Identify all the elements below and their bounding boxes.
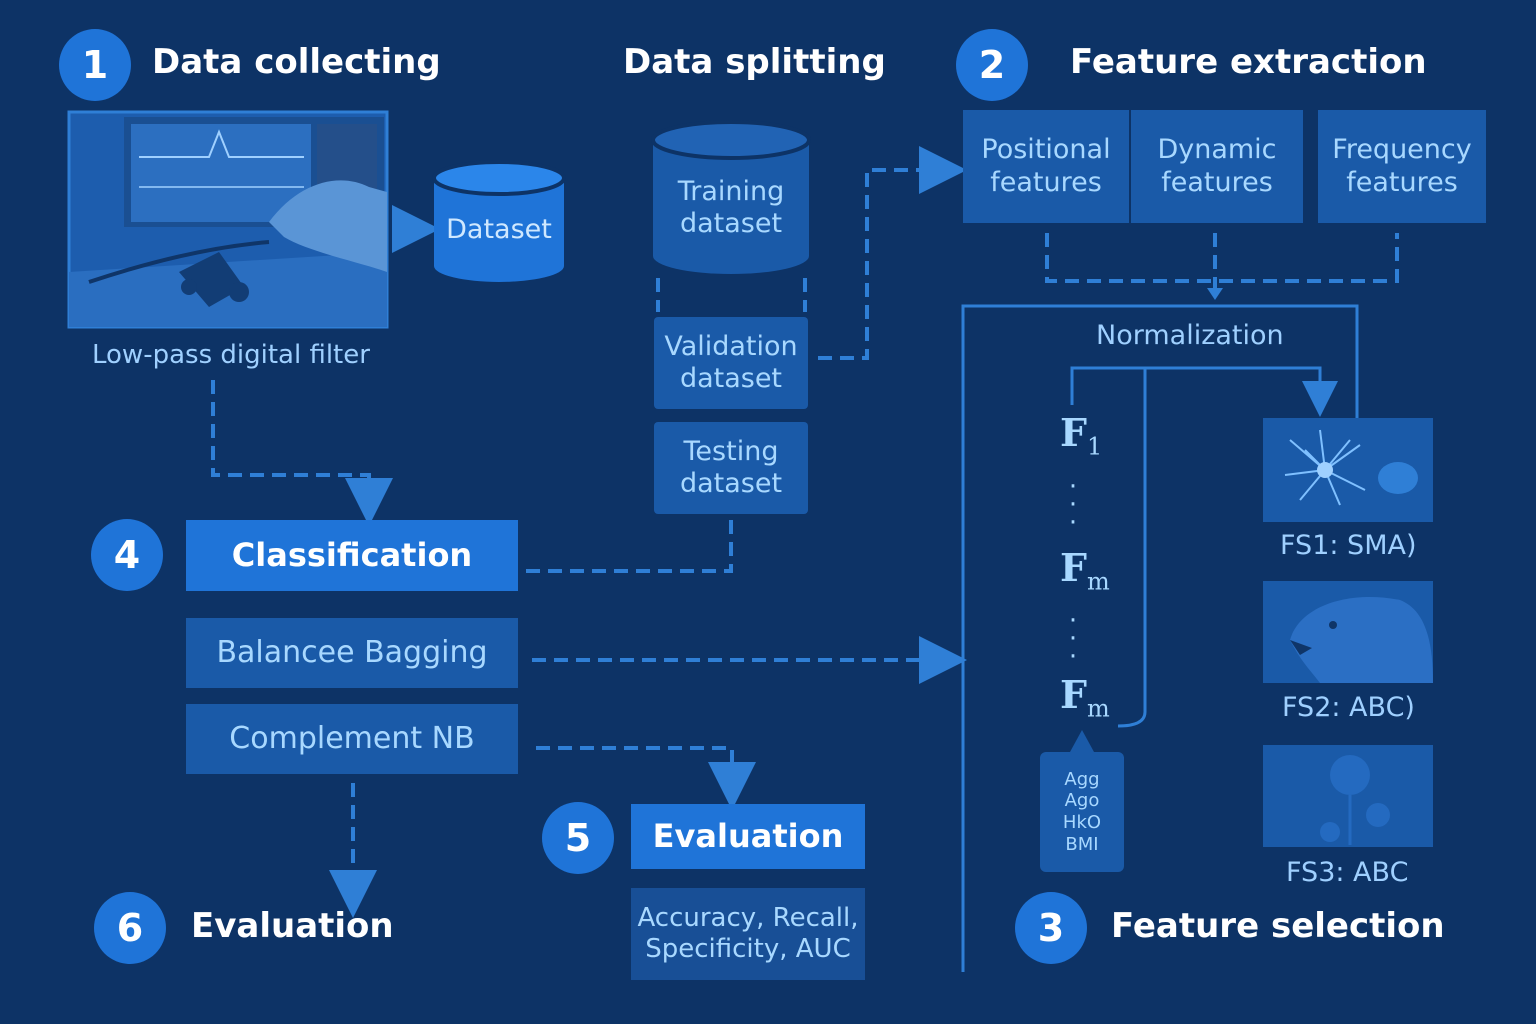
feature-fm-2: Fm bbox=[1060, 672, 1110, 723]
feature-f1: F1 bbox=[1060, 410, 1103, 461]
step-4-badge: 4 bbox=[91, 519, 163, 591]
classification-box: Classification bbox=[186, 520, 518, 591]
feature-fm-1: Fm bbox=[1060, 545, 1110, 596]
fm-bracket bbox=[1117, 368, 1147, 728]
attributes-list: Agg Ago HkO BMI bbox=[1062, 768, 1102, 855]
metrics-label: Accuracy, Recall, Specificity, AUC bbox=[637, 902, 859, 964]
data-splitting-heading: Data splitting bbox=[623, 42, 886, 82]
complement-nb-label: Complement NB bbox=[229, 721, 475, 756]
arrow-filter-to-classification bbox=[211, 380, 393, 526]
dynamic-features-box: Dynamic features bbox=[1131, 110, 1303, 223]
training-cylinder bbox=[651, 120, 811, 274]
frequency-features-label: Frequency features bbox=[1332, 134, 1472, 198]
testing-dataset-box: Testing dataset bbox=[654, 422, 808, 514]
complement-nb-box: Complement NB bbox=[186, 704, 518, 774]
arrow-validation-to-features bbox=[818, 146, 967, 360]
lab-photo bbox=[67, 110, 389, 329]
evaluation-6-heading: Evaluation bbox=[191, 906, 394, 946]
feature-selection-heading: Feature selection bbox=[1111, 906, 1445, 946]
normalization-bracket bbox=[1070, 366, 1338, 417]
evaluation-5-label: Evaluation bbox=[652, 817, 844, 856]
metrics-box: Accuracy, Recall, Specificity, AUC bbox=[631, 888, 865, 980]
fs1-caption: FS1: SMA) bbox=[1280, 530, 1417, 561]
feature-extraction-heading: Feature extraction bbox=[1070, 42, 1427, 82]
low-pass-filter-caption: Low-pass digital filter bbox=[92, 340, 370, 370]
vdots-1: ··· bbox=[1068, 472, 1078, 538]
vdots-2: ··· bbox=[1068, 606, 1078, 672]
selection-frame bbox=[961, 304, 1359, 972]
normalization-label: Normalization bbox=[1096, 320, 1284, 351]
attributes-callout: Agg Ago HkO BMI bbox=[1040, 752, 1124, 872]
fs3-caption: FS3: ABC bbox=[1286, 857, 1409, 888]
training-dataset-label: Training dataset bbox=[677, 176, 785, 240]
positional-features-box: Positional features bbox=[963, 110, 1129, 223]
step-5-badge: 5 bbox=[542, 802, 614, 874]
classification-label: Classification bbox=[231, 536, 473, 575]
dataset-label: Dataset bbox=[446, 214, 552, 245]
fs2-thumbnail bbox=[1263, 581, 1433, 683]
balancee-bagging-label: Balancee Bagging bbox=[216, 635, 488, 670]
dynamic-features-label: Dynamic features bbox=[1157, 134, 1277, 198]
validation-dataset-label: Validation dataset bbox=[664, 330, 798, 394]
fs1-thumbnail bbox=[1263, 418, 1433, 522]
validation-dataset-box: Validation dataset bbox=[654, 317, 808, 409]
frequency-features-box: Frequency features bbox=[1318, 110, 1486, 223]
dataset-cylinder bbox=[432, 160, 566, 282]
line-testing-to-classification bbox=[524, 520, 733, 573]
arrow-nb-to-eval5 bbox=[536, 746, 756, 810]
testing-dataset-label: Testing dataset bbox=[679, 435, 783, 499]
step-1-badge: 1 bbox=[59, 29, 131, 101]
attr-callout-pointer bbox=[1070, 730, 1094, 752]
balancee-bagging-box: Balancee Bagging bbox=[186, 618, 518, 688]
step-6-badge: 6 bbox=[94, 892, 166, 964]
positional-features-label: Positional features bbox=[981, 134, 1111, 198]
evaluation-5-box: Evaluation bbox=[631, 804, 865, 869]
fs3-thumbnail bbox=[1263, 745, 1433, 847]
data-collecting-heading: Data collecting bbox=[152, 42, 441, 82]
merge-arrowhead bbox=[1207, 288, 1223, 300]
step-3-badge: 3 bbox=[1015, 892, 1087, 964]
step-2-badge: 2 bbox=[956, 29, 1028, 101]
line-feature-merge bbox=[1045, 233, 1399, 296]
fs2-caption: FS2: ABC) bbox=[1282, 692, 1415, 723]
